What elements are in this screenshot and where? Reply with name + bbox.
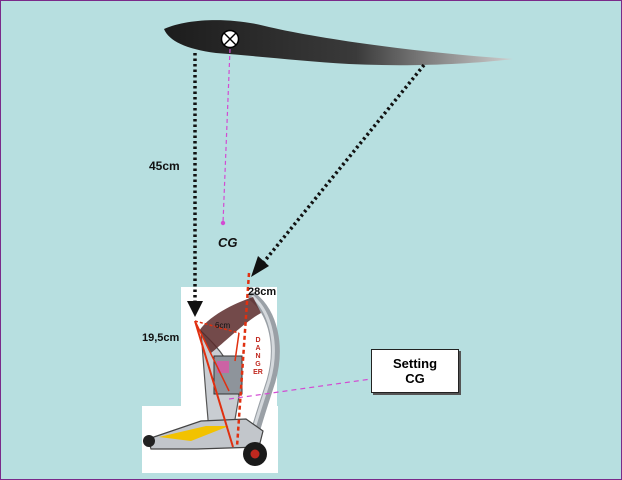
trike-front-wheel xyxy=(143,435,155,447)
arrow-45cm xyxy=(187,53,203,317)
trike-base-stripe xyxy=(159,426,229,441)
trike-illustration xyxy=(143,292,280,466)
label-cg: CG xyxy=(218,235,238,250)
label-28cm: 28cm xyxy=(248,286,277,298)
wing-shape xyxy=(164,20,513,66)
cg-guide-line xyxy=(222,48,231,224)
label-45cm: 45cm xyxy=(149,159,180,173)
trike-rear-hub xyxy=(250,449,260,459)
callout-leader-line xyxy=(228,378,372,400)
arrow-28cm xyxy=(251,63,426,277)
trike-engine-detail xyxy=(217,361,229,373)
trike-danger-label: DANGER xyxy=(253,337,263,376)
setting-cg-callout: Setting CG xyxy=(371,349,459,393)
label-19-5cm: 19,5cm xyxy=(142,332,180,344)
wing-cg-symbol xyxy=(220,29,240,49)
trike-measurement-lines xyxy=(194,272,251,448)
label-6cm: 6cm xyxy=(215,321,231,330)
cg-guide-dot xyxy=(220,220,226,226)
